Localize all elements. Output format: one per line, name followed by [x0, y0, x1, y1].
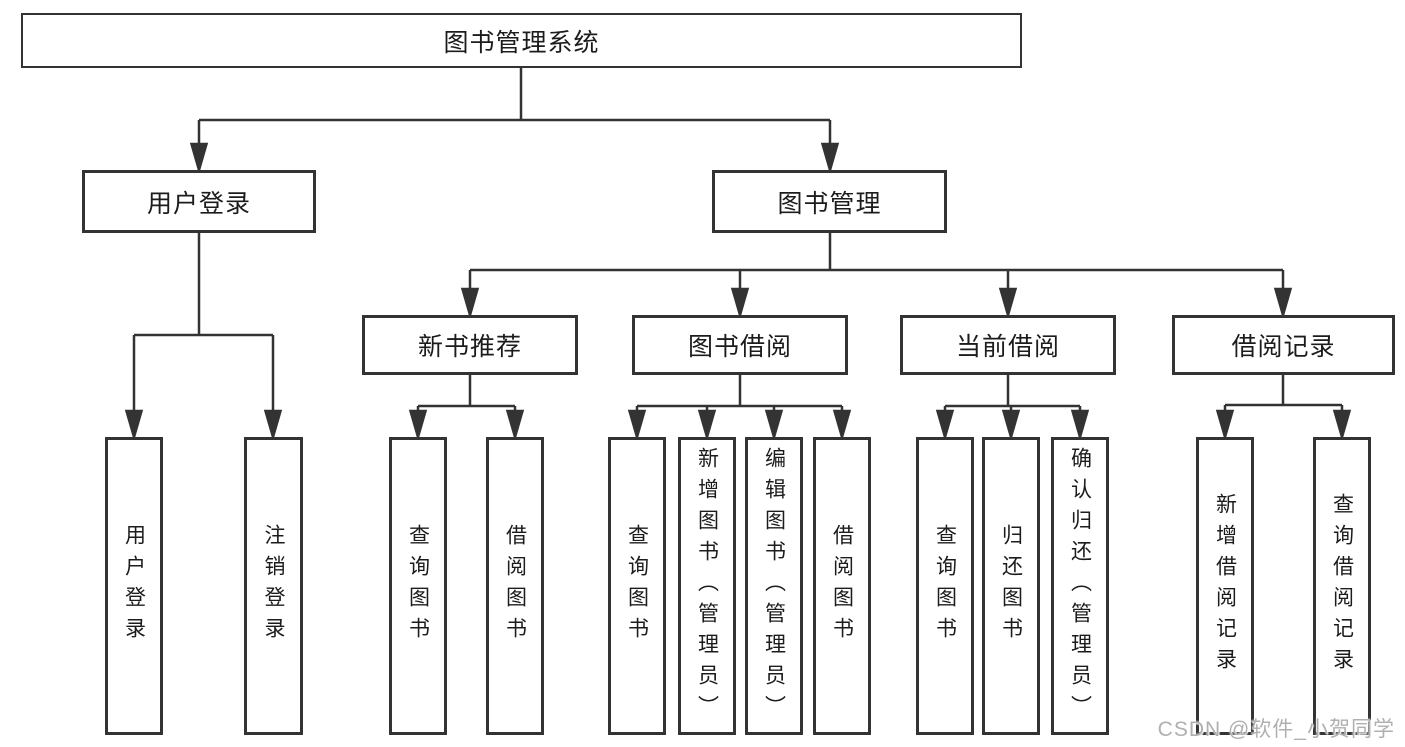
leaf-label: 借阅图书: [830, 524, 854, 648]
leaf-user-login: 用户登录: [105, 437, 163, 735]
leaf-label: 新增图书（管理员）: [695, 446, 719, 726]
connector-new-book-split: [408, 375, 525, 442]
node-user-login: 用户登录: [82, 170, 316, 233]
leaf-confirm-return-admin: 确认归还（管理员）: [1051, 437, 1109, 735]
node-new-book-recommend: 新书推荐: [362, 315, 578, 375]
connector-book-borrow-split: [627, 375, 852, 442]
leaf-label: 查询图书: [933, 524, 957, 648]
leaf-label: 注销登录: [262, 524, 285, 648]
leaf-label: 编辑图书（管理员）: [762, 446, 786, 726]
node-book-borrow: 图书借阅: [632, 315, 848, 375]
node-book-management: 图书管理: [712, 170, 947, 233]
node-borrow-record: 借阅记录: [1172, 315, 1395, 375]
leaf-label: 查询借阅记录: [1330, 493, 1354, 679]
leaf-query-book-2: 查询图书: [608, 437, 666, 735]
leaf-label: 新增借阅记录: [1213, 493, 1237, 679]
connector-borrow-record-split: [1215, 375, 1352, 442]
leaf-borrow-book-1: 借阅图书: [486, 437, 544, 735]
node-current-borrow: 当前借阅: [900, 315, 1116, 375]
leaf-label: 查询图书: [625, 524, 649, 648]
leaf-add-book-admin: 新增图书（管理员）: [678, 437, 736, 735]
leaf-label: 归还图书: [999, 524, 1023, 648]
leaf-borrow-book-2: 借阅图书: [813, 437, 871, 735]
leaf-label: 确认归还（管理员）: [1068, 446, 1092, 726]
leaf-add-borrow-record: 新增借阅记录: [1196, 437, 1254, 735]
leaf-query-borrow-record: 查询借阅记录: [1313, 437, 1371, 735]
leaf-label: 借阅图书: [503, 524, 527, 648]
leaf-label: 用户登录: [122, 524, 146, 648]
node-root-system: 图书管理系统: [21, 13, 1022, 68]
leaf-edit-book-admin: 编辑图书（管理员）: [745, 437, 803, 735]
leaf-label: 查询图书: [406, 524, 430, 648]
leaf-return-book: 归还图书: [982, 437, 1040, 735]
leaf-query-book-3: 查询图书: [916, 437, 974, 735]
connector-user-login-split: [124, 233, 283, 442]
connector-root-split: [189, 68, 840, 175]
leaf-logout: 注销登录: [244, 437, 303, 735]
connector-book-management-split: [460, 233, 1293, 320]
connector-current-borrow-split: [935, 375, 1090, 442]
leaf-query-book-1: 查询图书: [389, 437, 447, 735]
csdn-watermark: CSDN @软件_小贺同学: [1157, 718, 1395, 741]
